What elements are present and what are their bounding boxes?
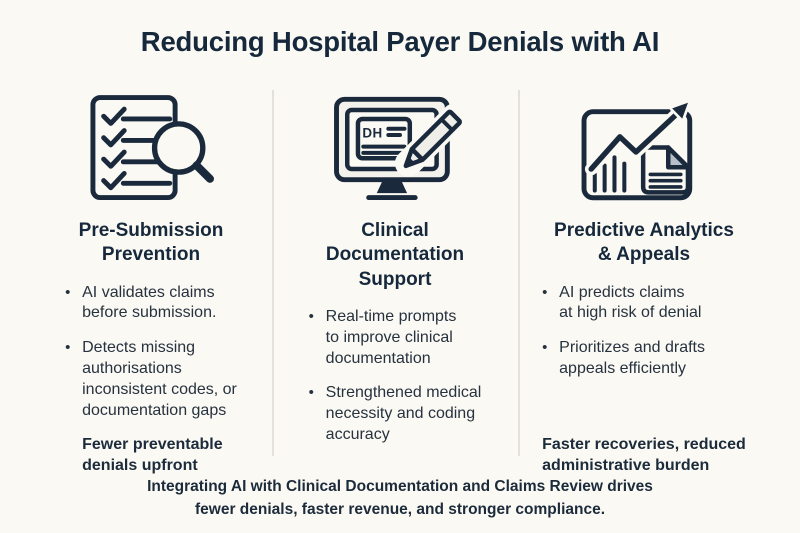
column-divider <box>518 90 520 456</box>
icon-wrap: DH <box>324 90 467 206</box>
bullet-dot <box>309 383 326 445</box>
bullet-item: AI validates claims before submission. <box>65 283 237 325</box>
column-footer: Fewer preventable denials upfront <box>82 436 223 475</box>
icon-wrap <box>84 90 218 206</box>
column-body: AI validates claims before submission. D… <box>65 283 237 479</box>
bullet-item: Real-time prompts to improve clinical do… <box>309 307 482 369</box>
page-title: Reducing Hospital Payer Denials with AI <box>140 26 660 57</box>
checklist-magnifier-icon <box>90 95 214 201</box>
bullet-dot <box>309 307 326 369</box>
bullet-dot <box>542 283 559 325</box>
column-body: AI predicts claims at high risk of denia… <box>542 283 746 479</box>
bullet-item: Detects missing authorisations inconsist… <box>65 338 237 421</box>
columns-container: Pre-Submission Prevention AI validates c… <box>30 90 770 474</box>
chart-growth-document-icon <box>581 100 692 201</box>
bullet-item: AI predicts claims at high risk of denia… <box>542 283 746 325</box>
column-heading: Clinical Documentation Support <box>325 220 465 290</box>
column-body: Real-time prompts to improve clinical do… <box>309 307 482 479</box>
bullet-item: Prioritizes and drafts appeals efficient… <box>542 338 746 380</box>
column-clinical-documentation-support: DH Clinical Documentation Support <box>272 90 518 479</box>
bullet-dot <box>65 283 82 325</box>
monitor-pencil-icon: DH <box>333 96 467 201</box>
summary-text: Integrating AI with Clinical Documentati… <box>147 478 653 518</box>
column-divider <box>272 90 274 456</box>
column-predictive-analytics-appeals: Predictive Analytics & Appeals AI predic… <box>518 90 770 479</box>
bullet-item: Strengthened medical necessity and codin… <box>309 383 482 445</box>
column-footer: Faster recoveries, reduced administrativ… <box>542 436 746 475</box>
icon-wrap <box>575 90 714 206</box>
bullet-dot <box>542 338 559 380</box>
column-pre-submission-prevention: Pre-Submission Prevention AI validates c… <box>30 90 272 479</box>
monitor-screen-label: DH <box>362 126 382 141</box>
bullet-dot <box>65 338 82 421</box>
column-heading: Predictive Analytics & Appeals <box>554 220 734 266</box>
column-heading: Pre-Submission Prevention <box>78 220 224 266</box>
